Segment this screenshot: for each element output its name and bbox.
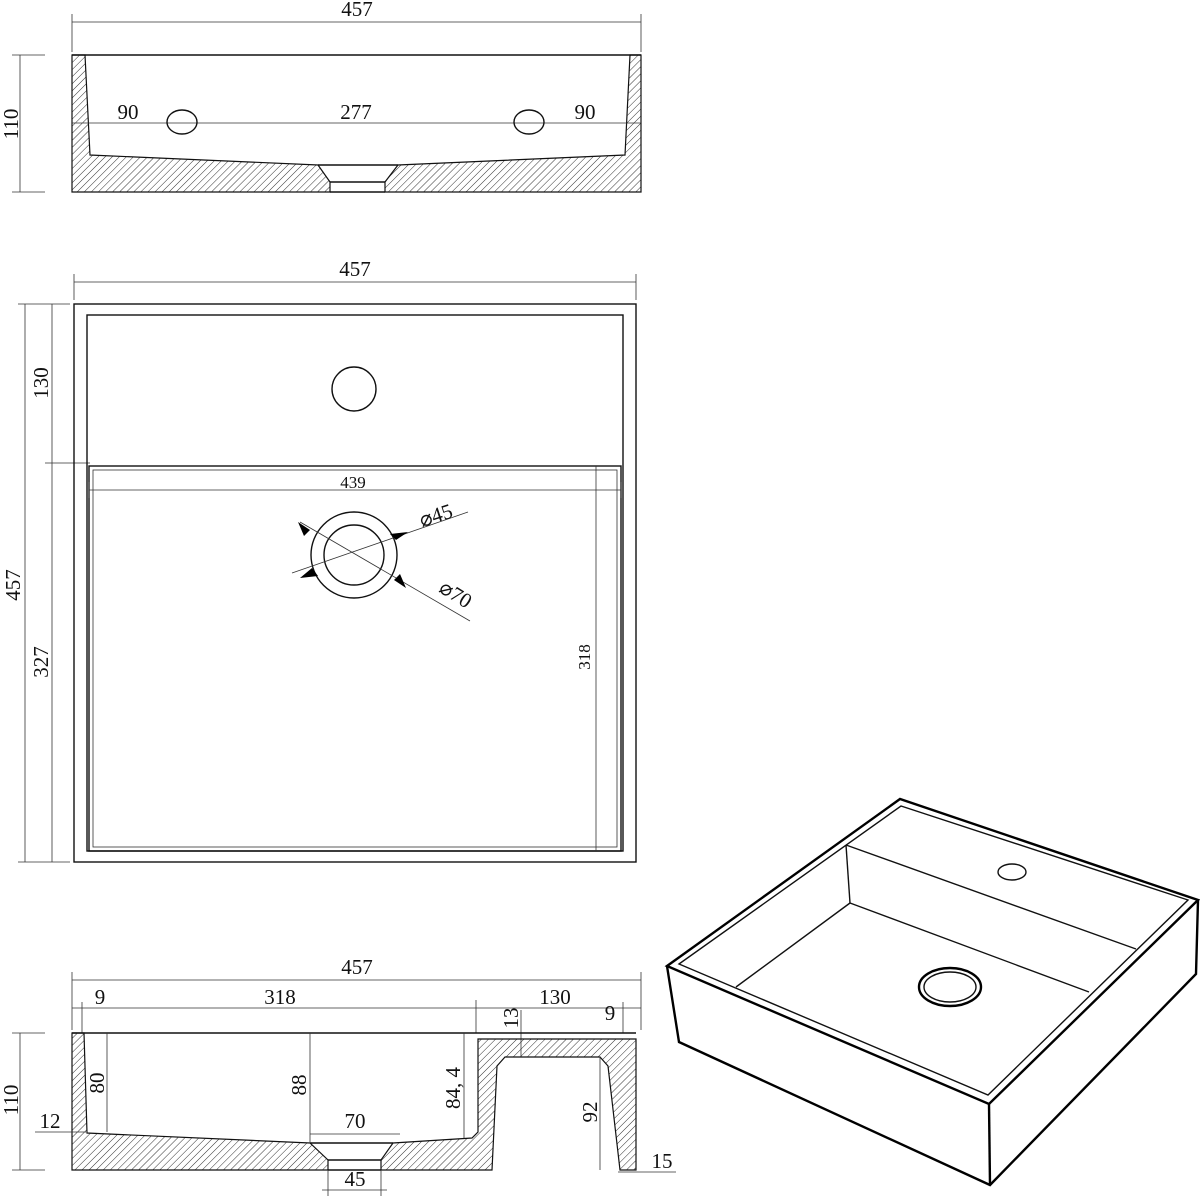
dim-basin-length: 318 — [575, 644, 594, 670]
drain-outer — [310, 511, 398, 599]
dim-wall-left: 9 — [95, 985, 106, 1009]
dim-basin: 318 — [264, 985, 296, 1009]
dim-width: 457 — [341, 0, 373, 21]
plan-view: 457 457 130 327 439 318 ⌀45 ⌀70 — [1, 257, 637, 863]
dim-floor-left: 12 — [40, 1109, 61, 1133]
isometric-view — [664, 797, 1200, 1187]
dim-deck-cavity: 92 — [578, 1102, 602, 1123]
dim-height: 110 — [0, 109, 23, 140]
dim-drain-inner: ⌀45 — [416, 499, 455, 532]
dim-hole-right: 90 — [575, 100, 596, 124]
dim-depth-right: 84, 4 — [441, 1067, 465, 1110]
dim-hole-left: 90 — [118, 100, 139, 124]
dim-drain-outer: ⌀70 — [435, 575, 476, 613]
dim-plan-width: 457 — [339, 257, 371, 281]
dim-drain-bottom: 45 — [345, 1167, 366, 1191]
dim-side-height: 110 — [0, 1085, 23, 1116]
dim-basin-depth: 327 — [29, 646, 53, 678]
dim-right-wall: 15 — [652, 1149, 673, 1173]
dim-deck-thickness: 13 — [499, 1008, 523, 1029]
dim-side-width: 457 — [341, 955, 373, 979]
drain-inner — [323, 524, 385, 586]
tap-hole-left — [166, 109, 198, 135]
front-section-view: 457 110 90 277 90 — [0, 0, 642, 193]
tap-hole — [331, 366, 377, 412]
dim-plan-depth: 457 — [1, 569, 25, 601]
dim-depth-center: 88 — [287, 1075, 311, 1096]
dim-drain-top: 70 — [345, 1109, 366, 1133]
iso-tap-hole — [997, 863, 1027, 881]
dim-depth-left: 80 — [85, 1073, 109, 1094]
iso-drain — [917, 966, 983, 1008]
tap-hole-right — [513, 109, 545, 135]
dim-deck-depth: 130 — [29, 367, 53, 399]
dim-hole-spacing: 277 — [340, 100, 372, 124]
dim-wall-right: 9 — [605, 1001, 616, 1025]
dim-basin-width: 439 — [340, 473, 366, 492]
side-section-view: 457 9 318 130 9 13 110 80 12 88 70 84, 4… — [0, 955, 676, 1196]
dim-deck: 130 — [539, 985, 571, 1009]
